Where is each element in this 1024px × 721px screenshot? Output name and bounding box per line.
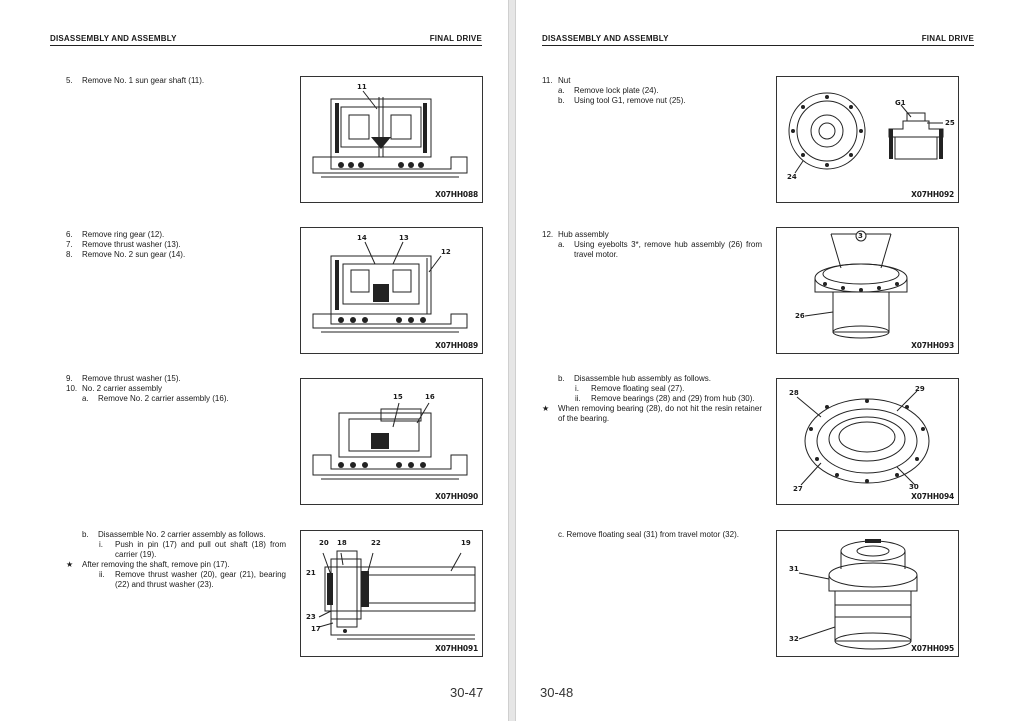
header-title: DISASSEMBLY AND ASSEMBLY bbox=[542, 34, 669, 43]
figure-drawing bbox=[804, 230, 908, 339]
star-icon: ★ bbox=[66, 560, 74, 569]
figure-code: X07HH090 bbox=[435, 492, 478, 501]
star-icon: ★ bbox=[542, 404, 550, 413]
callout-label: G1 bbox=[895, 99, 906, 107]
callout-label: 24 bbox=[787, 173, 797, 181]
figure-drawing bbox=[312, 241, 468, 333]
figure-carrier-assembly: 15 16 X07HH090 bbox=[300, 378, 483, 505]
callout-label: 17 bbox=[311, 625, 321, 633]
step-item: 12. Hub assembly bbox=[542, 230, 609, 239]
callout-label: 19 bbox=[461, 539, 471, 547]
page-number: 30-47 bbox=[450, 685, 484, 700]
callout-label: 12 bbox=[441, 248, 451, 256]
figure-code: X07HH089 bbox=[435, 341, 478, 350]
step-subitem: ii. Remove bearings (28) and (29) from h… bbox=[575, 394, 755, 403]
step-group-1: 5. Remove No. 1 sun gear shaft (11). bbox=[66, 76, 286, 86]
figure-carrier-disassembly: 20 18 22 19 21 23 17 X07HH091 bbox=[300, 530, 483, 657]
callout-label: 16 bbox=[425, 393, 435, 401]
step-group-3: 9. Remove thrust washer (15). 10. No. 2 … bbox=[66, 374, 286, 404]
step-12: 12. Hub assembly a. Using eyebolts 3*, r… bbox=[542, 230, 762, 260]
page-gutter bbox=[508, 0, 516, 721]
step-item: 6. Remove ring gear (12). bbox=[66, 230, 165, 239]
callout-label: 28 bbox=[789, 389, 799, 397]
step-11: 11. Nut a. Remove lock plate (24). b. Us… bbox=[542, 76, 762, 106]
step-subitem: b. Using tool G1, remove nut (25). bbox=[558, 96, 686, 105]
figure-drawing bbox=[318, 550, 476, 640]
figure-code: X07HH092 bbox=[911, 190, 954, 199]
figure-drawing bbox=[312, 90, 468, 178]
callout-label: 13 bbox=[399, 234, 409, 242]
callout-label: 26 bbox=[795, 312, 805, 320]
callout-label: 25 bbox=[945, 119, 955, 127]
caution-note: ★ After removing the shaft, remove pin (… bbox=[66, 560, 230, 569]
figure-hub-assembly: 3 26 X07HH093 bbox=[776, 227, 959, 354]
step-item: 9. Remove thrust washer (15). bbox=[66, 374, 181, 383]
callout-label: 18 bbox=[337, 539, 347, 547]
step-subitem: a. Remove No. 2 carrier assembly (16). bbox=[82, 394, 229, 403]
callout-label: 22 bbox=[371, 539, 381, 547]
step-item: 8. Remove No. 2 sun gear (14). bbox=[66, 250, 186, 259]
figure-code: X07HH091 bbox=[435, 644, 478, 653]
page-number: 30-48 bbox=[540, 685, 574, 700]
figure-drawing bbox=[796, 390, 930, 486]
step-subitem: a. Using eyebolts 3*, remove hub assembl… bbox=[558, 240, 762, 259]
callout-label: 3 bbox=[858, 232, 863, 240]
header-title: DISASSEMBLY AND ASSEMBLY bbox=[50, 34, 177, 43]
step-12c: c. Remove floating seal (31) from travel… bbox=[558, 530, 778, 540]
figure-code: X07HH088 bbox=[435, 190, 478, 199]
step-subitem: a. Remove lock plate (24). bbox=[558, 86, 659, 95]
page-header: DISASSEMBLY AND ASSEMBLY FINAL DRIVE bbox=[542, 34, 974, 46]
callout-label: 32 bbox=[789, 635, 799, 643]
step-group-2: 6. Remove ring gear (12). 7. Remove thru… bbox=[66, 230, 286, 260]
callout-label: 27 bbox=[793, 485, 803, 493]
step-12b: b. Disassemble hub assembly as follows. … bbox=[542, 374, 762, 424]
callout-label: 15 bbox=[393, 393, 403, 401]
step-item: 5. Remove No. 1 sun gear shaft (11). bbox=[66, 76, 205, 85]
step-item: 10. No. 2 carrier assembly bbox=[66, 384, 163, 393]
figure-code: X07HH093 bbox=[911, 341, 954, 350]
callout-label: 29 bbox=[915, 385, 925, 393]
figure-ring-gear: 14 13 12 X07HH089 bbox=[300, 227, 483, 354]
figure-code: X07HH094 bbox=[911, 492, 954, 501]
figure-drawing bbox=[312, 402, 468, 480]
callout-label: 20 bbox=[319, 539, 329, 547]
figure-drawing bbox=[798, 539, 918, 650]
callout-label: 11 bbox=[357, 83, 367, 91]
figure-drawing bbox=[788, 92, 944, 174]
callout-label: 31 bbox=[789, 565, 799, 573]
left-page: DISASSEMBLY AND ASSEMBLY FINAL DRIVE 5. … bbox=[0, 0, 508, 721]
step-item: 7. Remove thrust washer (13). bbox=[66, 240, 181, 249]
callout-label: 21 bbox=[306, 569, 316, 577]
callout-label: 23 bbox=[306, 613, 316, 621]
right-page: DISASSEMBLY AND ASSEMBLY FINAL DRIVE 11.… bbox=[516, 0, 1024, 721]
header-section: FINAL DRIVE bbox=[429, 34, 482, 43]
step-subitem: i. Push in pin (17) and pull out shaft (… bbox=[99, 540, 286, 559]
step-subitem: c. Remove floating seal (31) from travel… bbox=[558, 530, 739, 539]
step-subitem: b. Disassemble No. 2 carrier assembly as… bbox=[82, 530, 266, 539]
figure-lock-plate-nut: G1 25 24 X07HH092 bbox=[776, 76, 959, 203]
header-section: FINAL DRIVE bbox=[921, 34, 974, 43]
figure-sun-gear-shaft: 11 X07HH088 bbox=[300, 76, 483, 203]
callout-label: 14 bbox=[357, 234, 367, 242]
step-subitem: ii. Remove thrust washer (20), gear (21)… bbox=[99, 570, 286, 589]
step-subitem: i. Remove floating seal (27). bbox=[575, 384, 685, 393]
step-item: 11. Nut bbox=[542, 76, 571, 85]
figure-hub-bearings: 28 29 27 30 X07HH094 bbox=[776, 378, 959, 505]
caution-note: ★ When removing bearing (28), do not hit… bbox=[542, 404, 762, 423]
figure-floating-seal: 31 32 X07HH095 bbox=[776, 530, 959, 657]
figure-code: X07HH095 bbox=[911, 644, 954, 653]
step-group-4: b. Disassemble No. 2 carrier assembly as… bbox=[66, 530, 286, 590]
callout-label: 30 bbox=[909, 483, 919, 491]
page-header: DISASSEMBLY AND ASSEMBLY FINAL DRIVE bbox=[50, 34, 482, 46]
step-subitem: b. Disassemble hub assembly as follows. bbox=[558, 374, 711, 383]
